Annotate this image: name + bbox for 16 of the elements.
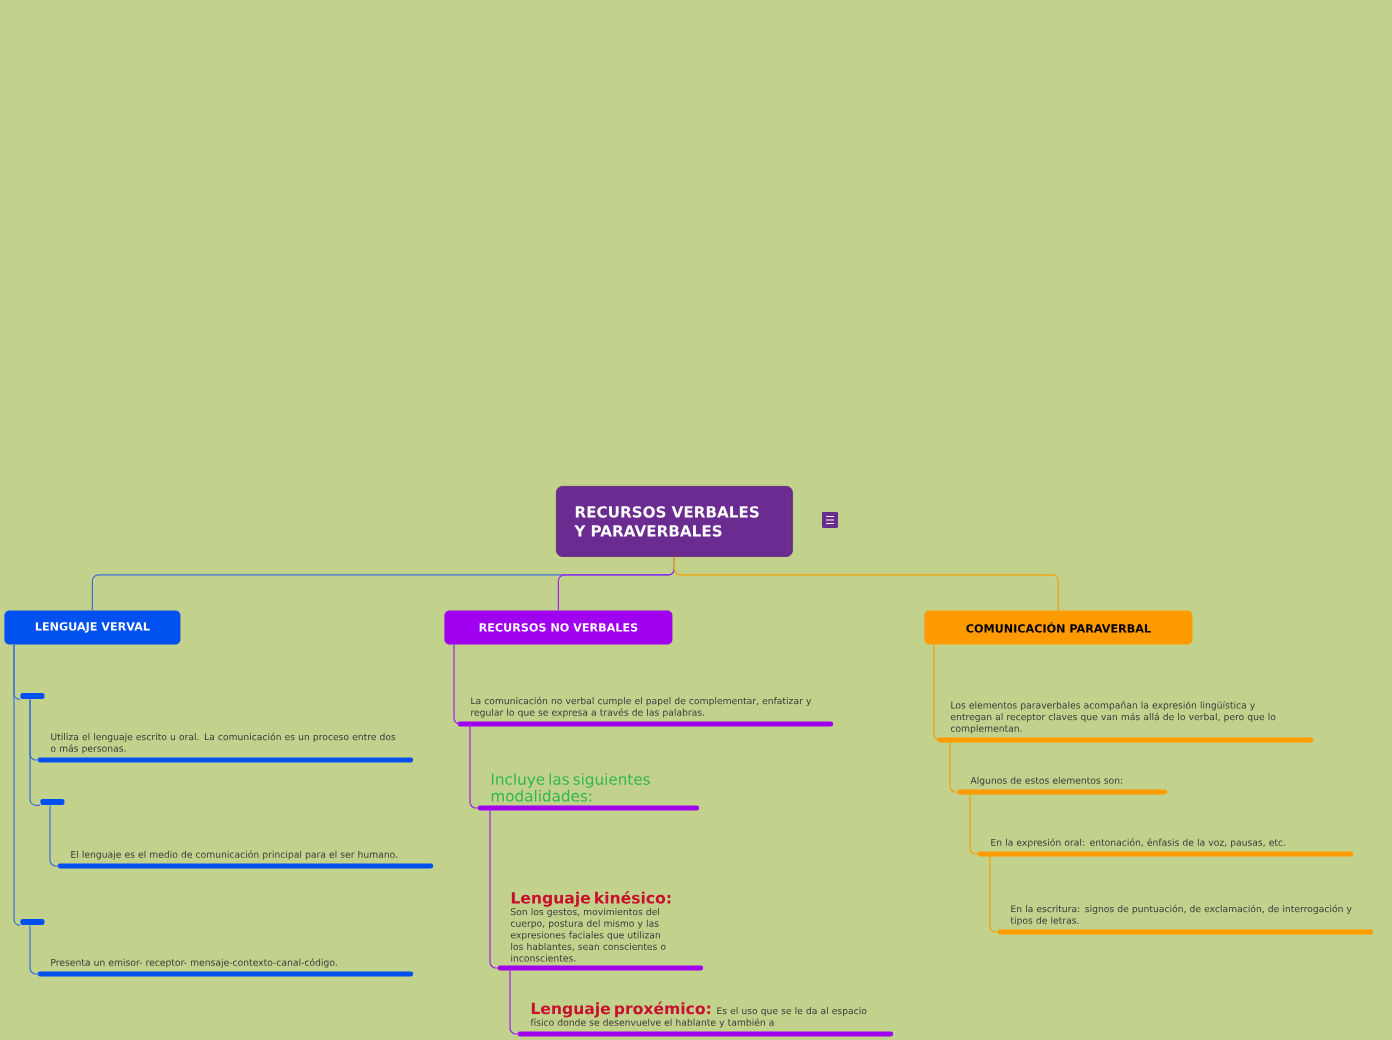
connector-line bbox=[673, 556, 1059, 611]
connector-line bbox=[933, 644, 941, 741]
connector-line bbox=[49, 804, 61, 867]
connector-line bbox=[509, 967, 521, 1035]
branch-bar bbox=[40, 799, 65, 805]
connector-line bbox=[989, 853, 1001, 933]
connector-line bbox=[469, 723, 481, 809]
branch-bar bbox=[20, 693, 45, 699]
connector-line bbox=[489, 807, 501, 969]
connector-line bbox=[949, 739, 961, 793]
connector-line bbox=[453, 644, 461, 725]
connector-line bbox=[29, 924, 41, 975]
connector-line bbox=[969, 791, 981, 855]
connector-line bbox=[29, 698, 41, 806]
connector-line bbox=[13, 644, 21, 926]
branch-bar bbox=[20, 919, 45, 925]
